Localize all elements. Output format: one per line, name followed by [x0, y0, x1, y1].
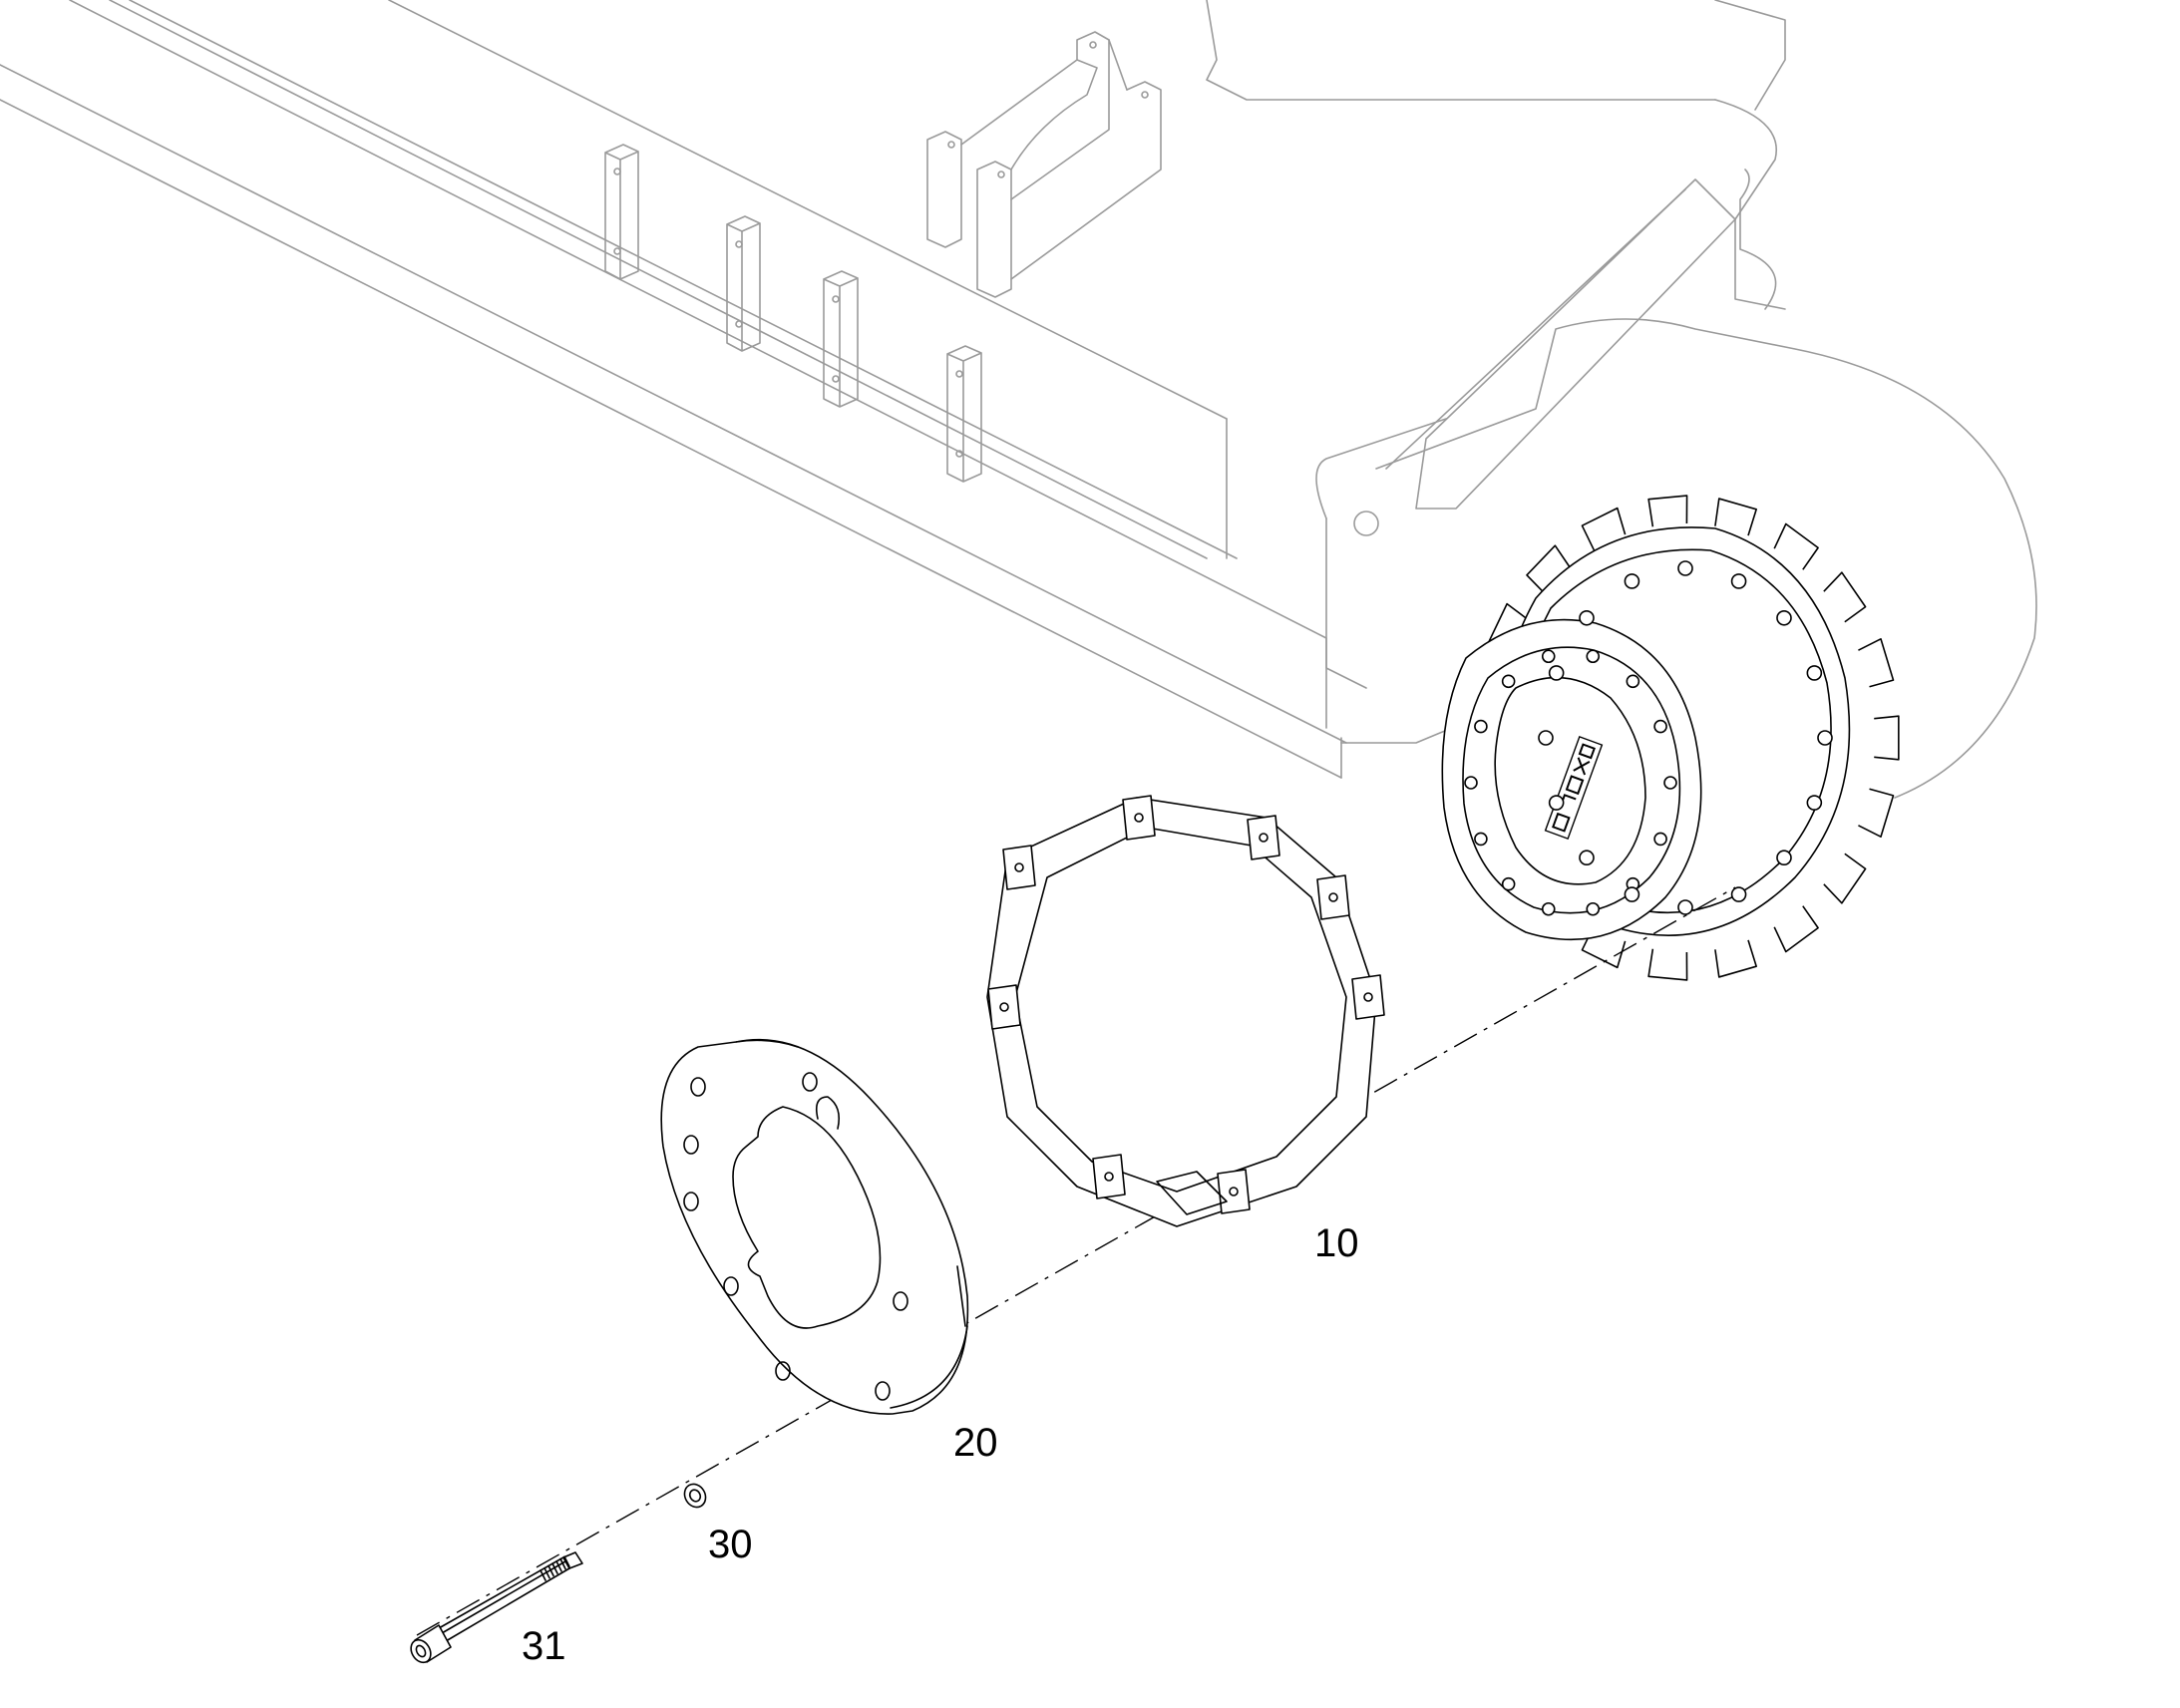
drive-bolt — [1626, 674, 1640, 689]
plate-bolt-hole — [723, 1276, 739, 1296]
drive-bolt — [1776, 609, 1792, 626]
sprocket-tooth — [1858, 637, 1895, 688]
ring-pad — [1247, 815, 1280, 860]
sprocket-tooth — [1526, 544, 1572, 595]
ring-pad-hole — [1229, 1187, 1239, 1196]
screw-thread-tick — [551, 1562, 558, 1574]
label-part-10: 10 — [1314, 1221, 1359, 1265]
sprocket-tooth — [1647, 948, 1688, 981]
screw-thread-tick — [555, 1560, 562, 1572]
plate-bolt-hole — [802, 1072, 818, 1092]
drive-bolt — [1806, 665, 1823, 681]
drive-bolt — [1579, 609, 1595, 626]
ring-pad — [987, 984, 1021, 1030]
sprocket-tooth — [1858, 788, 1895, 839]
plate-bolt-hole — [775, 1361, 791, 1381]
ring-pad-hole — [1014, 862, 1024, 872]
sprocket-tooth — [1823, 571, 1867, 623]
drive-bolt — [1548, 795, 1565, 811]
maker-logo — [1544, 736, 1604, 840]
ring-pad-hole — [999, 1002, 1009, 1012]
ring-pad — [1351, 974, 1385, 1020]
drive-bolt — [1776, 850, 1792, 866]
screw-thread-tick — [559, 1557, 566, 1570]
drive-bolt — [1653, 719, 1667, 734]
saddle-bracket — [926, 31, 1162, 298]
sprocket-tooth — [1773, 905, 1819, 953]
drive-bolt — [1541, 649, 1556, 664]
ring-pad — [1002, 845, 1036, 890]
drive-bolt — [1730, 573, 1747, 589]
ring-pad — [1092, 1154, 1126, 1199]
ring-pad-hole — [1363, 992, 1373, 1002]
drive-bolt — [1730, 886, 1747, 902]
plate-bolt-hole — [690, 1077, 706, 1097]
drive-bolt — [1501, 674, 1516, 689]
ring-pad-hole — [1328, 892, 1338, 902]
drive-bolt — [1677, 899, 1693, 915]
drive-bolt — [1586, 649, 1601, 664]
drive-bolt — [1677, 560, 1693, 576]
label-part-30: 30 — [708, 1523, 753, 1566]
assembly-axis-line — [416, 886, 1736, 1636]
drive-bolt — [1501, 876, 1516, 891]
drive-bolt — [1653, 832, 1667, 847]
plate-bolt-hole — [683, 1135, 699, 1155]
sprocket-tooth — [1773, 522, 1819, 570]
part-20-cover-plate — [660, 1038, 969, 1415]
screw-thread-tick — [540, 1569, 546, 1581]
screw-thread-tick — [544, 1566, 550, 1579]
sprocket-tooth — [1823, 853, 1867, 904]
sprocket-tooth — [1714, 498, 1757, 536]
ring-pad — [1316, 874, 1350, 920]
track-frame — [0, 0, 2037, 799]
mounting-pads — [604, 144, 982, 483]
drive-bolt — [1806, 795, 1823, 811]
drive-bolt — [1538, 730, 1554, 746]
part-10-segment-ring — [986, 795, 1385, 1227]
drive-bolt — [1474, 719, 1488, 734]
label-part-20: 20 — [953, 1421, 998, 1465]
screw-thread-tick — [547, 1564, 554, 1577]
ring-pad-hole — [1259, 833, 1269, 843]
ring-pad-hole — [1104, 1172, 1114, 1182]
drive-bolt — [1817, 730, 1833, 746]
sprocket-drive-assembly — [1441, 495, 1900, 981]
ring-pad — [1217, 1169, 1251, 1214]
drive-bolt — [1541, 901, 1556, 916]
drive-bolt — [1663, 776, 1677, 790]
sprocket-tooth — [1874, 715, 1900, 761]
ring-pad-hole — [1134, 813, 1144, 823]
screw-thread-tick — [563, 1555, 570, 1567]
drive-bolt — [1548, 665, 1565, 681]
sprocket-tooth — [1581, 507, 1627, 551]
part-31-cap-screw — [410, 1551, 583, 1664]
drive-bolt — [1464, 776, 1478, 790]
plate-bolt-hole — [875, 1381, 891, 1401]
drive-bolt — [1624, 886, 1640, 902]
drive-bolt — [1474, 832, 1488, 847]
plate-bolt-hole — [683, 1192, 699, 1211]
sprocket-tooth — [1714, 939, 1757, 978]
label-part-31: 31 — [522, 1624, 566, 1668]
sprocket-tooth — [1647, 495, 1688, 527]
ring-pad — [1122, 795, 1156, 841]
part-30-washer — [683, 1483, 707, 1509]
drive-bolt — [1624, 573, 1640, 589]
drive-bolt — [1586, 901, 1601, 916]
plate-bolt-hole — [893, 1291, 908, 1311]
drive-bolt — [1579, 850, 1595, 866]
